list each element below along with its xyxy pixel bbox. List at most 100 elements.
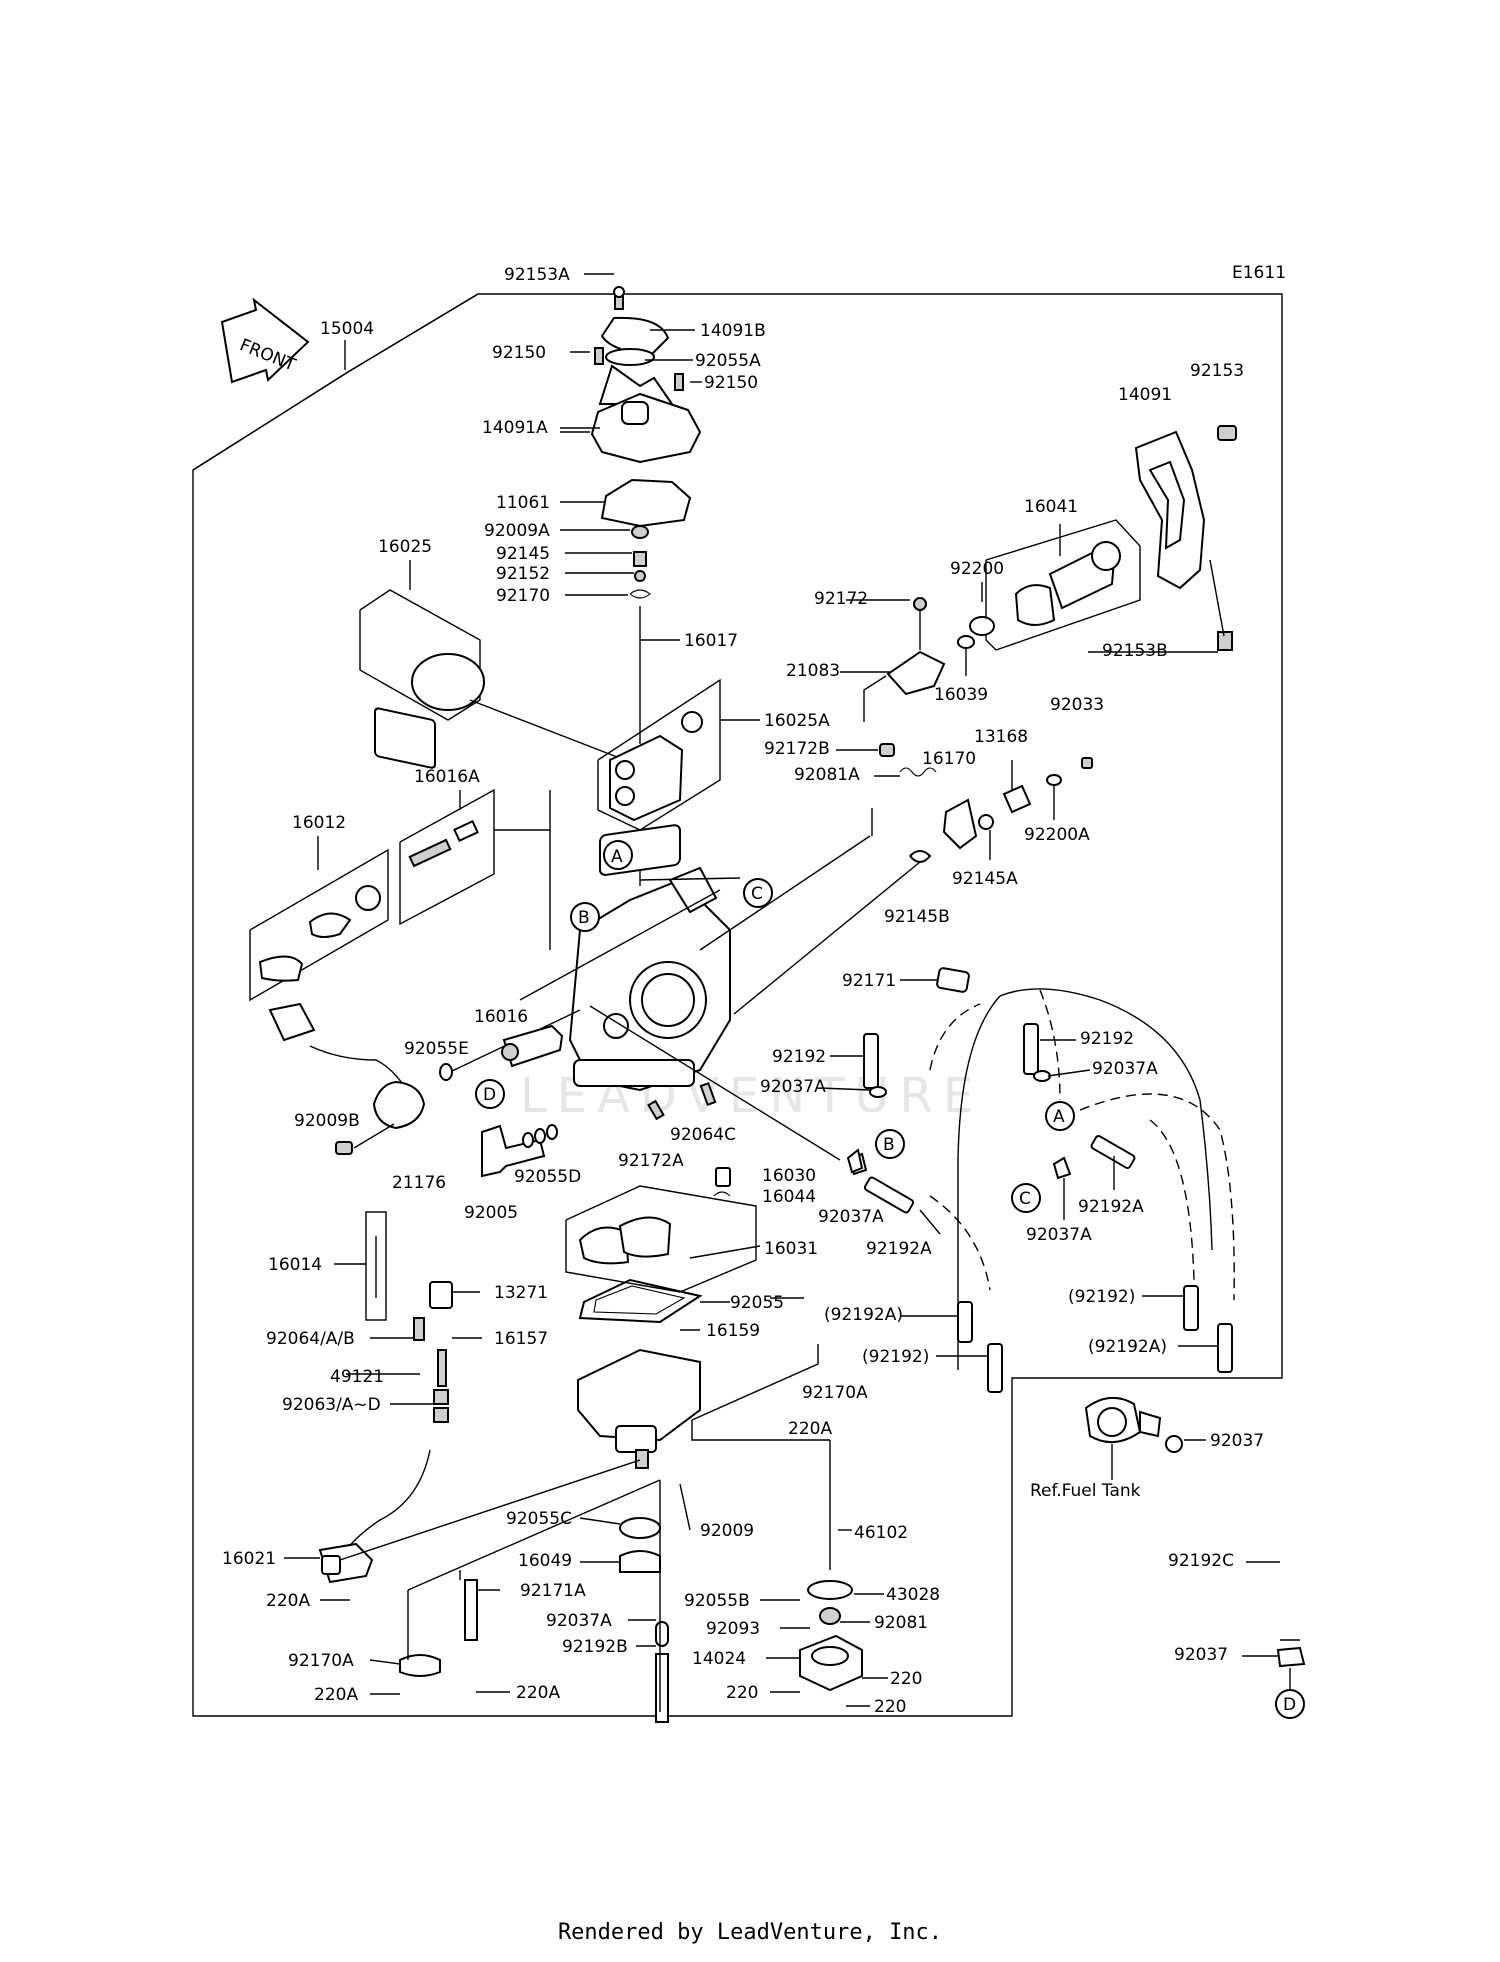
- callout-A-right: A: [1045, 1101, 1075, 1131]
- label-92055E: 92055E: [404, 1039, 469, 1059]
- svg-text:C: C: [1019, 1189, 1031, 1209]
- label-92037A-mid: 92037A: [760, 1077, 826, 1097]
- label-92055C: 92055C: [506, 1509, 572, 1529]
- label-46102: 46102: [854, 1523, 908, 1543]
- label-92145: 92145: [496, 544, 550, 564]
- label-11061: 11061: [496, 493, 550, 513]
- label-92064C: 92064C: [670, 1125, 736, 1145]
- label-14091: 14091: [1118, 385, 1172, 405]
- main-frame: [192, 293, 1283, 1717]
- label-92192A-paren-right: (92192A): [1088, 1337, 1167, 1357]
- label-92200A: 92200A: [1024, 825, 1090, 845]
- label-16030: 16030: [762, 1166, 816, 1186]
- label-92037A-center: 92037A: [1026, 1225, 1092, 1245]
- label-16049: 16049: [518, 1551, 572, 1571]
- label-220-b: 220: [726, 1683, 758, 1703]
- label-92171: 92171: [842, 971, 896, 991]
- label-16016: 16016: [474, 1007, 528, 1027]
- label-92093: 92093: [706, 1619, 760, 1639]
- label-16016A: 16016A: [414, 767, 480, 787]
- label-43028: 43028: [886, 1585, 940, 1605]
- top-cover-assembly: [590, 286, 702, 744]
- label-92037-top: 92037: [1210, 1431, 1264, 1451]
- label-14024: 14024: [692, 1649, 746, 1669]
- label-92064-A-B: 92064/A/B: [266, 1329, 355, 1349]
- callout-B-right: B: [875, 1129, 905, 1159]
- svg-text:A: A: [611, 847, 623, 867]
- label-92192C: 92192C: [1168, 1551, 1234, 1571]
- label-92172B: 92172B: [764, 739, 830, 759]
- callout-D-left: D: [475, 1079, 505, 1109]
- callout-C-top: C: [743, 878, 773, 908]
- footer-credit: Rendered by LeadVenture, Inc.: [557, 1920, 943, 1945]
- label-92170A-right: 92170A: [802, 1383, 868, 1403]
- label-92153A: 92153A: [504, 265, 570, 285]
- label-92192A-paren: (92192A): [824, 1305, 903, 1325]
- label-14091B: 14091B: [700, 321, 766, 341]
- label-92081A: 92081A: [794, 765, 860, 785]
- label-92009: 92009: [700, 1521, 754, 1541]
- label-92200: 92200: [950, 559, 1004, 579]
- label-92192-right: 92192: [1080, 1029, 1134, 1049]
- label-220-c: 220: [874, 1697, 906, 1717]
- label-92150-b: 92150: [704, 373, 758, 393]
- label-92055: 92055: [730, 1293, 784, 1313]
- label-220A-bottom-2: 220A: [516, 1683, 560, 1703]
- callout-A-top: A: [603, 840, 633, 870]
- label-92037A-right: 92037A: [1092, 1059, 1158, 1079]
- label-92009A: 92009A: [484, 521, 550, 541]
- label-92192-paren: (92192): [862, 1347, 929, 1367]
- label-16031: 16031: [764, 1239, 818, 1259]
- diagram-code: E1611: [1232, 263, 1286, 283]
- label-16044: 16044: [762, 1187, 816, 1207]
- label-92192B: 92192B: [562, 1637, 628, 1657]
- label-16157: 16157: [494, 1329, 548, 1349]
- carburetor-body: [568, 824, 731, 1092]
- label-92192A-right: 92192A: [1078, 1197, 1144, 1217]
- label-16039: 16039: [934, 685, 988, 705]
- label-92081: 92081: [874, 1613, 928, 1633]
- float-bowl: [577, 1348, 701, 1469]
- label-220A-left: 220A: [266, 1591, 310, 1611]
- svg-text:B: B: [578, 908, 590, 928]
- label-92152: 92152: [496, 564, 550, 584]
- label-92172: 92172: [814, 589, 868, 609]
- label-92150-a: 92150: [492, 343, 546, 363]
- label-92037A-bottom: 92037A: [546, 1611, 612, 1631]
- label-16025A: 16025A: [764, 711, 830, 731]
- label-92037A-low: 92037A: [818, 1207, 884, 1227]
- label-16041: 16041: [1024, 497, 1078, 517]
- label-16017: 16017: [684, 631, 738, 651]
- label-16021: 16021: [222, 1549, 276, 1569]
- label-92055B: 92055B: [684, 1591, 750, 1611]
- label-92192A-left: 92192A: [866, 1239, 932, 1259]
- front-arrow-icon: FRONT: [220, 297, 310, 384]
- label-92170: 92170: [496, 586, 550, 606]
- callout-B-top: B: [570, 902, 600, 932]
- svg-text:C: C: [751, 884, 763, 904]
- svg-text:D: D: [483, 1085, 496, 1105]
- label-13168: 13168: [974, 727, 1028, 747]
- label-92172A: 92172A: [618, 1151, 684, 1171]
- label-16012: 16012: [292, 813, 346, 833]
- throttle-lever-assembly: [1134, 425, 1237, 651]
- label-92055D: 92055D: [514, 1167, 581, 1187]
- label-220A-bottom-1: 220A: [314, 1685, 358, 1705]
- label-92192-paren-right: (92192): [1068, 1287, 1135, 1307]
- label-92037-bottom: 92037: [1174, 1645, 1228, 1665]
- svg-text:A: A: [1053, 1107, 1065, 1127]
- label-16170: 16170: [922, 749, 976, 769]
- label-220-a: 220: [890, 1669, 922, 1689]
- label-13271: 13271: [494, 1283, 548, 1303]
- label-21083: 21083: [786, 661, 840, 681]
- label-92145A: 92145A: [952, 869, 1018, 889]
- label-92033: 92033: [1050, 695, 1104, 715]
- label-92153: 92153: [1190, 361, 1244, 381]
- label-15004: 15004: [320, 319, 374, 339]
- svg-text:D: D: [1283, 1695, 1296, 1715]
- callout-D-bottom: D: [1275, 1689, 1305, 1719]
- label-92192-left: 92192: [772, 1047, 826, 1067]
- label-92055A: 92055A: [695, 351, 761, 371]
- label-49121: 49121: [330, 1367, 384, 1387]
